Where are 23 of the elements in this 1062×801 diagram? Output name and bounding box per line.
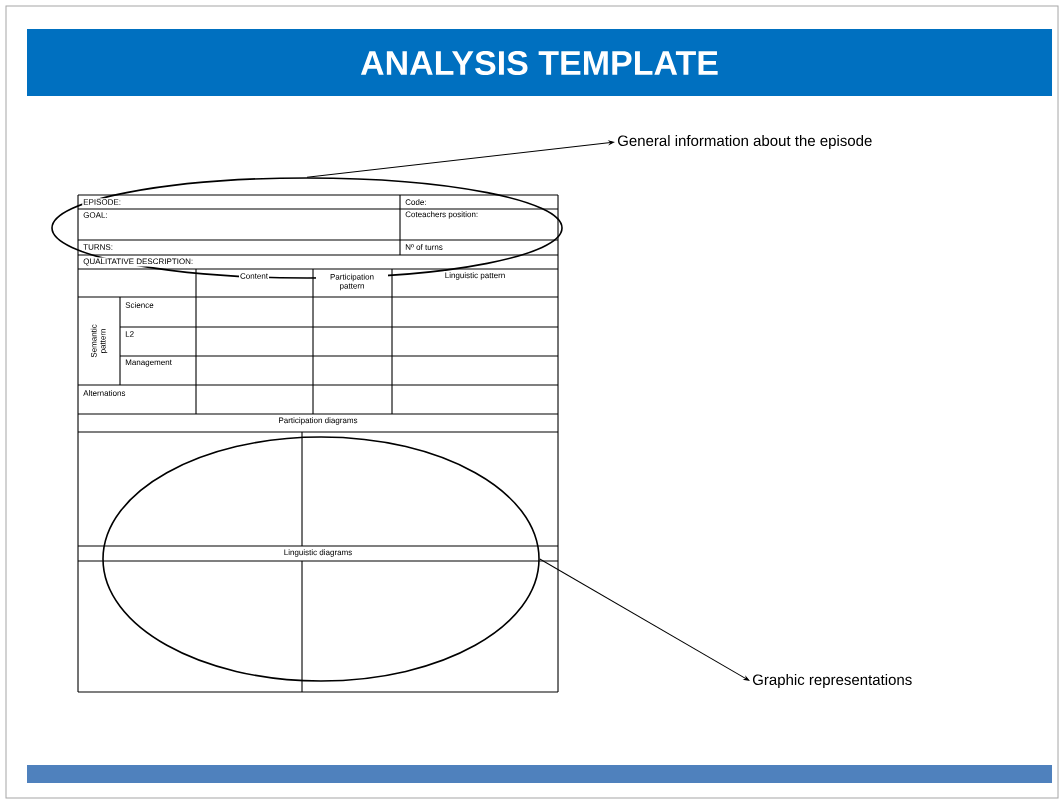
table-cell-text: L2 [124, 330, 136, 338]
table-cell-text: Participation pattern [316, 272, 388, 292]
table-cell-text: TURNS: [82, 243, 114, 251]
table-cell-text: Semantic pattern [89, 310, 109, 372]
table-cell-text: Coteachers position: [404, 210, 480, 220]
arrow [539, 558, 750, 681]
table-cell-text: Linguistic diagrams [282, 548, 354, 558]
table-cell-text: Content [239, 272, 269, 280]
table-cell-text: EPISODE: [82, 198, 122, 206]
title-banner: ANALYSIS TEMPLATE [27, 29, 1052, 96]
callout-text: Graphic representations [752, 674, 912, 688]
table-cell-text: Science [124, 301, 155, 309]
table-cell-text: Code: [404, 198, 428, 206]
table-cell-text: Linguistic pattern [443, 271, 507, 281]
table-cell-text: Alternations [82, 389, 127, 397]
table-cell-text: GOAL: [82, 211, 109, 219]
highlight-ellipse [102, 436, 540, 682]
table-cell-text: Management [124, 358, 173, 368]
table-cell-text: Participation diagrams [277, 416, 359, 426]
table-cell-text: Nº of turns [404, 243, 444, 251]
callout-text: General information about the episode [617, 135, 872, 149]
table-cell-text: QUALITATIVE DESCRIPTION: [82, 257, 195, 267]
arrow [306, 140, 615, 178]
